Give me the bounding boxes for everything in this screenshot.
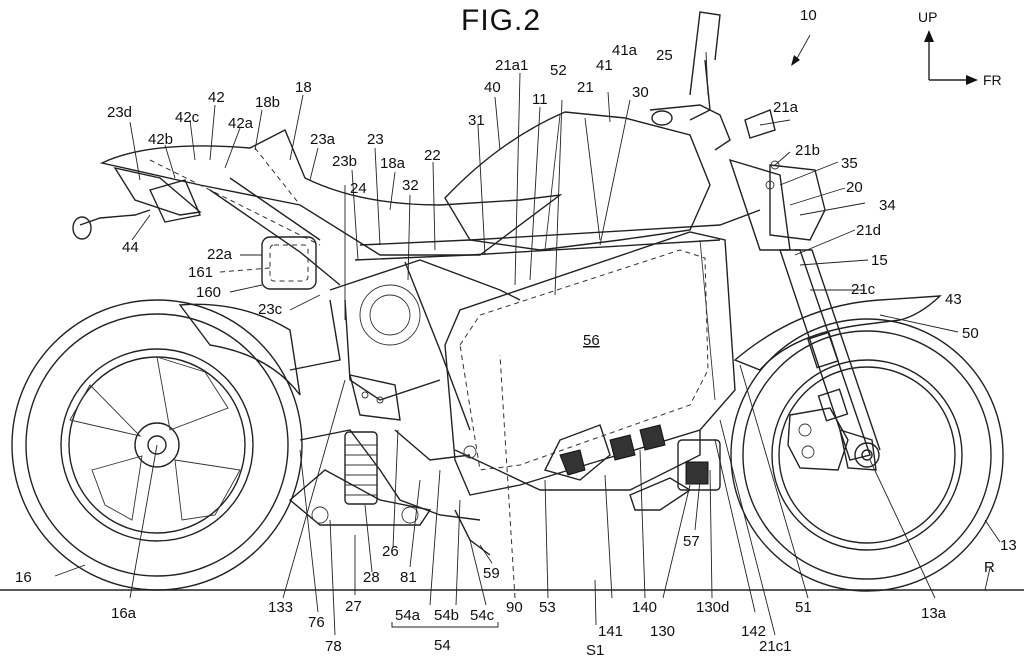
main-frame <box>289 209 761 431</box>
label-42a: 42a <box>228 115 254 132</box>
label-42c: 42c <box>175 109 200 126</box>
label-27: 27 <box>345 598 362 615</box>
label-31: 31 <box>468 112 485 129</box>
handlebar-and-headlight <box>649 11 826 251</box>
label-18a: 18a <box>380 155 406 172</box>
label-42: 42 <box>208 89 225 106</box>
label-40: 40 <box>484 79 501 96</box>
label-161: 161 <box>188 264 213 281</box>
label-21d: 21d <box>856 222 881 239</box>
front-brake-caliper <box>787 407 849 471</box>
label-24: 24 <box>350 180 367 197</box>
label-30: 30 <box>632 84 649 101</box>
label-20: 20 <box>846 179 863 196</box>
front-fender <box>733 295 942 371</box>
label-140: 140 <box>632 599 657 616</box>
rear-wheel <box>11 299 303 591</box>
front-wheel <box>730 318 1004 592</box>
label-54b: 54b <box>434 607 459 624</box>
label-23b: 23b <box>332 153 357 170</box>
motor-unit <box>454 424 701 511</box>
label-41: 41 <box>596 57 613 74</box>
control-module <box>677 439 721 491</box>
label-43: 43 <box>945 291 962 308</box>
label-34: 34 <box>879 197 896 214</box>
label-28: 28 <box>363 569 380 586</box>
rear-fender <box>178 303 301 396</box>
label-18b: 18b <box>255 94 280 111</box>
label-41a: 41a <box>612 42 638 59</box>
label-18: 18 <box>295 79 312 96</box>
battery-case <box>444 231 736 496</box>
label-22: 22 <box>424 147 441 164</box>
label-142: 142 <box>741 623 766 640</box>
label-R: R <box>984 559 995 576</box>
label-57: 57 <box>683 533 700 550</box>
label-11: 11 <box>532 91 548 108</box>
tank-cover <box>444 111 711 251</box>
label-56: 56 <box>583 332 600 349</box>
label-13a: 13a <box>921 605 947 622</box>
label-54: 54 <box>434 637 451 654</box>
label-23c: 23c <box>258 301 283 318</box>
label-160: 160 <box>196 284 221 301</box>
license-plate-holder <box>72 179 201 240</box>
label-81: 81 <box>400 569 417 586</box>
leader-lines <box>54 51 1001 636</box>
tank-cover-inner <box>544 114 561 251</box>
label-16a: 16a <box>111 605 137 622</box>
label-59: 59 <box>483 565 500 582</box>
label-133: 133 <box>268 599 293 616</box>
label-130: 130 <box>650 623 675 640</box>
label-23: 23 <box>367 131 384 148</box>
label-25: 25 <box>656 47 673 64</box>
label-10: 10 <box>800 7 817 24</box>
arrow-10 <box>791 34 811 66</box>
tail-box <box>261 236 317 290</box>
front-fork <box>779 249 881 471</box>
label-78: 78 <box>325 638 342 655</box>
label-21: 21 <box>577 79 594 96</box>
label-15: 15 <box>871 252 888 269</box>
front-label: FR <box>983 72 1002 88</box>
seat-and-tail <box>99 129 563 286</box>
label-54a: 54a <box>395 607 421 624</box>
label-90: 90 <box>506 599 523 616</box>
label-141: 141 <box>598 623 623 640</box>
direction-indicator: UP FR <box>918 9 1002 88</box>
label-21c1: 21c1 <box>759 638 792 655</box>
label-16: 16 <box>15 569 32 586</box>
label-44: 44 <box>122 239 139 256</box>
label-21c: 21c <box>851 281 876 298</box>
label-21a1: 21a1 <box>495 57 528 74</box>
label-76: 76 <box>308 614 325 631</box>
label-23a: 23a <box>310 131 336 148</box>
label-51: 51 <box>795 599 812 616</box>
label-42b: 42b <box>148 131 173 148</box>
label-53: 53 <box>539 599 556 616</box>
label-52: 52 <box>550 62 567 79</box>
label-50: 50 <box>962 325 979 342</box>
label-54c: 54c <box>470 607 495 624</box>
label-22a: 22a <box>207 246 233 263</box>
label-130d: 130d <box>696 599 729 616</box>
label-26: 26 <box>382 543 399 560</box>
figure-title: FIG.2 <box>461 4 541 37</box>
reference-labels: 10 25 41a 41 21a1 52 40 11 21 30 21a 21b… <box>15 7 1017 659</box>
label-23d: 23d <box>107 104 132 121</box>
label-S1: S1 <box>586 642 604 659</box>
rear-suspension <box>288 429 481 526</box>
label-21b: 21b <box>795 142 820 159</box>
label-21a: 21a <box>773 99 799 116</box>
label-13: 13 <box>1000 537 1017 554</box>
up-label: UP <box>918 9 937 25</box>
label-35: 35 <box>841 155 858 172</box>
label-32: 32 <box>402 177 419 194</box>
